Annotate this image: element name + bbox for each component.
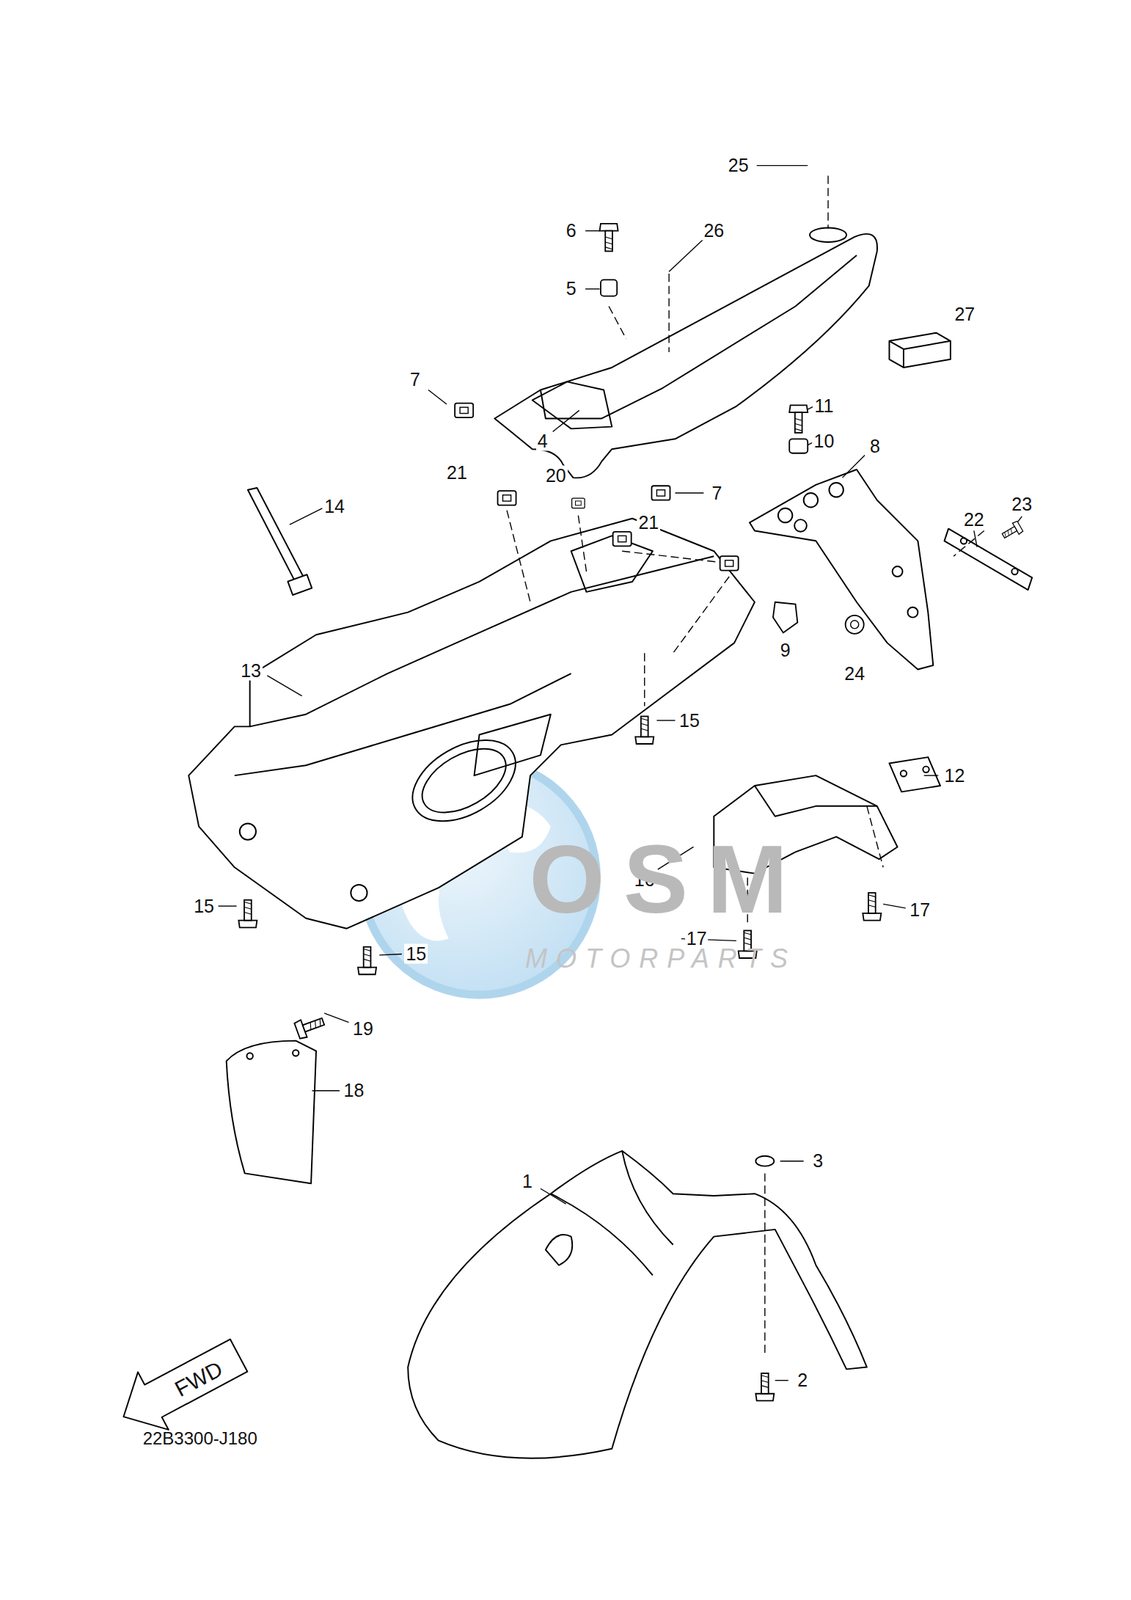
callout-number: 26 bbox=[701, 220, 726, 241]
callout-number: 14 bbox=[322, 495, 347, 516]
callout-number: 25 bbox=[726, 155, 751, 176]
callout-number: 5 bbox=[564, 278, 578, 299]
callout-number: 23 bbox=[1009, 493, 1034, 514]
callout-number: 13 bbox=[239, 660, 263, 680]
callout-number: 15 bbox=[404, 943, 428, 964]
callout-number: 18 bbox=[342, 1080, 366, 1101]
callout-number: 1 bbox=[520, 1171, 534, 1192]
callout-number: 15 bbox=[677, 709, 702, 730]
callout-number: 6 bbox=[564, 220, 578, 241]
watermark-logo: OSM bbox=[528, 831, 807, 928]
callout-number: 10 bbox=[812, 430, 837, 451]
callout-number: 22 bbox=[962, 509, 986, 529]
callout-number: 7 bbox=[710, 482, 724, 503]
callout-number: 4 bbox=[536, 430, 550, 451]
callout-number: 21 bbox=[636, 511, 661, 532]
watermark-text: MOTORPARTS bbox=[525, 945, 797, 972]
callout-number: 19 bbox=[351, 1018, 375, 1038]
callout-number: 7 bbox=[408, 369, 422, 390]
callout-number: 27 bbox=[952, 304, 977, 325]
diagram-code: 22B3300-J180 bbox=[143, 1429, 258, 1448]
callout-number: 21 bbox=[445, 462, 469, 482]
callout-number: 2 bbox=[795, 1370, 810, 1390]
callout-number: 3 bbox=[811, 1150, 825, 1171]
callout-number: 8 bbox=[868, 435, 882, 456]
callout-number: 12 bbox=[943, 765, 967, 785]
callout-number: 15 bbox=[192, 895, 216, 916]
callout-number: 11 bbox=[812, 396, 835, 416]
callout-number: 17 bbox=[908, 899, 932, 920]
callout-number: 20 bbox=[544, 465, 568, 485]
callout-number: 9 bbox=[778, 639, 793, 660]
callout-number: 24 bbox=[842, 663, 867, 683]
